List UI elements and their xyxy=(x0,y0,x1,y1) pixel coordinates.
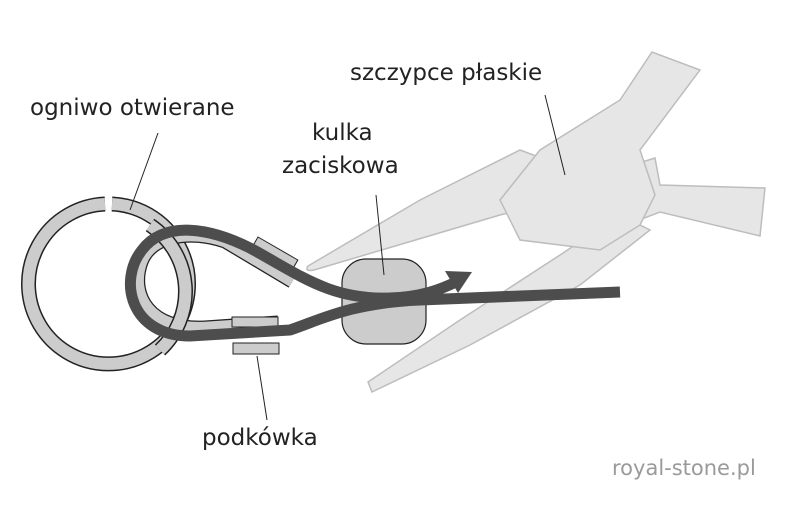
label-crimp-bead-line2: zaciskowa xyxy=(282,153,399,179)
crimp-tube-lower xyxy=(232,342,280,355)
label-crimp-bead-line1: kulka xyxy=(312,120,373,146)
watermark: royal-stone.pl xyxy=(612,456,756,480)
pliers-lower-jaw xyxy=(367,214,652,394)
label-wire-guard: podkówka xyxy=(202,425,318,451)
leader-lines xyxy=(129,94,566,421)
crimp-tube-lower-top xyxy=(231,316,279,328)
beading-wire xyxy=(124,224,621,342)
pliers-body xyxy=(499,51,702,251)
flat-pliers xyxy=(306,51,766,394)
arrow-head xyxy=(445,271,472,293)
label-flat-pliers: szczypce płaskie xyxy=(350,60,543,86)
label-open-jump-ring: ogniwo otwierane xyxy=(30,95,235,121)
